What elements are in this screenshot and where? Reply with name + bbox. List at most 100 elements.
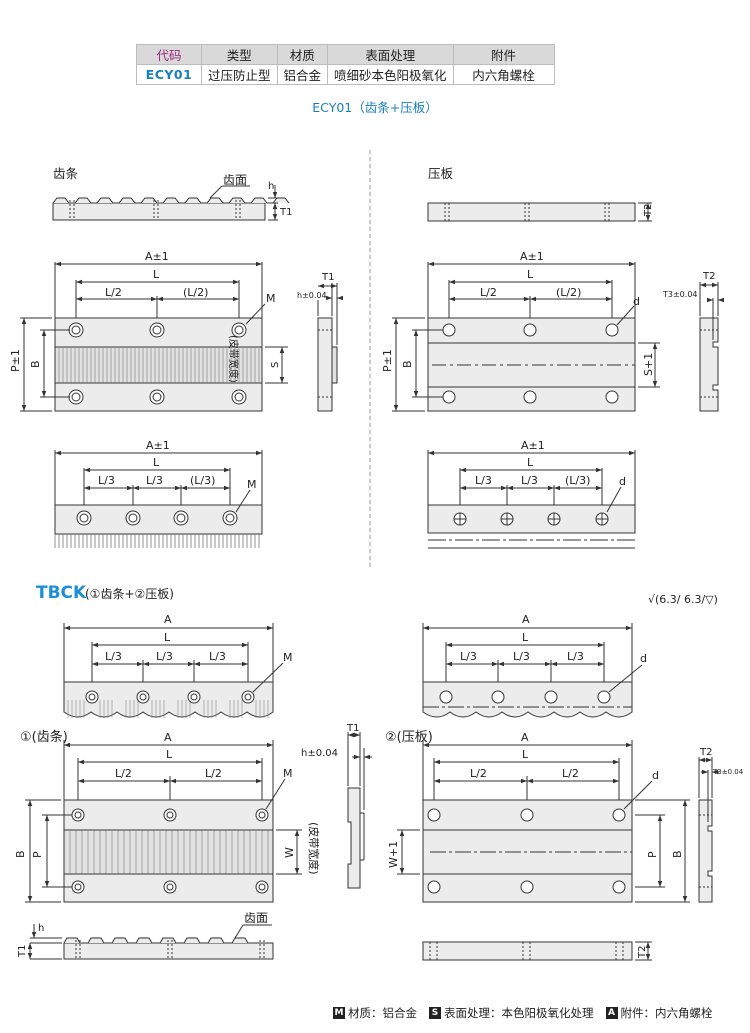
ecy01-plate-label: 压板 bbox=[428, 166, 454, 181]
ecy01-plate-l3-dim-2: L/3 bbox=[521, 474, 538, 487]
ecy01-rack-side-view bbox=[52, 185, 290, 221]
tbck-rack-dim-p: P bbox=[31, 851, 44, 858]
ecy01-rack-dim-a: A±1 bbox=[145, 250, 169, 263]
ecy01-dim-t1: T1 bbox=[279, 207, 292, 218]
ecy01-plate-l3-dim-1: L/3 bbox=[475, 474, 492, 487]
tbck-plate-l3-dim-a: A bbox=[522, 613, 530, 626]
tbck-rack-l3-dim-2: L/3 bbox=[156, 650, 173, 663]
ecy01-plate-dim-t2-end: T2 bbox=[702, 271, 715, 282]
ecy01-plate-dim-p: P±1 bbox=[381, 349, 394, 372]
ecy01-plate-dim-t2: T2 bbox=[643, 204, 654, 217]
tbck-plate-l3-dim-1: L/3 bbox=[460, 650, 477, 663]
tbck-rack-dim-t1: T1 bbox=[17, 945, 28, 958]
ecy01-plate-dim-a: A±1 bbox=[520, 250, 544, 263]
tbck-rack-dim-l2b: L/2 bbox=[205, 767, 222, 780]
tbck-plate-end-view bbox=[698, 757, 719, 903]
tbck-rack-bottom-view bbox=[27, 924, 274, 960]
ecy01-rack-dim-h004: h±0.04 bbox=[297, 291, 327, 300]
legend-surface: S 表面处理：本色阳极氧化处理 bbox=[429, 1005, 594, 1021]
tbck-rack-dim-belt: (皮带宽度) bbox=[307, 822, 321, 875]
ecy01-rack-dim-belt: (皮带宽度) bbox=[227, 335, 240, 383]
accessory-badge-icon: A bbox=[605, 1007, 618, 1019]
spec-header-accessory: 附件 bbox=[452, 44, 555, 65]
legend-material-text: 材质：铝合金 bbox=[348, 1006, 417, 1020]
ecy01-plate-dim-l2: L/2 bbox=[480, 286, 497, 299]
spec-cell-material: 铝合金 bbox=[276, 64, 329, 85]
tbck-plate-dim-a: A bbox=[521, 731, 529, 744]
tbck-rack-dim-b: B bbox=[14, 850, 27, 858]
tbck-rack-dim-h: h bbox=[38, 923, 44, 934]
ecy01-plate-dim-l2p: (L/2) bbox=[556, 286, 581, 299]
material-legend: M 材质：铝合金 S 表面处理：本色阳极氧化处理 A 附件：内六角螺栓 bbox=[333, 1005, 721, 1021]
tbck-plate-dim-l: L bbox=[522, 748, 529, 761]
tbck-rack-l3-dim-l: L bbox=[164, 631, 171, 644]
tbck-plate-l3-dim-l: L bbox=[522, 631, 529, 644]
tbck-plate-l3-dim-2: L/3 bbox=[513, 650, 530, 663]
tbck-rack-front-view bbox=[25, 740, 302, 903]
ecy01-rack-dim-l2: L/2 bbox=[105, 286, 122, 299]
tbck-plate-label: ②(压板) bbox=[385, 730, 433, 745]
ecy01-subtitle: ECY01（齿条+压板） bbox=[312, 100, 438, 115]
ecy01-plate-front-view bbox=[392, 261, 660, 412]
ecy01-rack-dim-l2p: (L/2) bbox=[183, 286, 208, 299]
tbck-rack-label: ①(齿条) bbox=[20, 730, 68, 745]
ecy01-plate-l3-dim-3: (L/3) bbox=[565, 474, 590, 487]
tbck-plate-dim-t2: T2 bbox=[637, 946, 648, 959]
spec-cell-accessory: 内六角螺栓 bbox=[452, 64, 555, 85]
tbck-plate-dim-p: P bbox=[646, 851, 659, 858]
ecy01-rack-end-view bbox=[317, 283, 343, 412]
ecy01-plate-dim-t3004: T3±0.04 bbox=[662, 290, 698, 299]
tbck-plate-dim-l2a: L/2 bbox=[470, 767, 487, 780]
ecy01-rack-l3-dim-1: L/3 bbox=[98, 474, 115, 487]
tbck-tooth-face-label: 齿面 bbox=[244, 911, 268, 925]
tbck-plate-dim-w1: W+1 bbox=[387, 841, 400, 868]
tbck-rack-dim-a: A bbox=[164, 731, 172, 744]
ecy01-rack-l3-view bbox=[54, 450, 263, 548]
tbck-rack-l3-dim-a: A bbox=[164, 613, 172, 626]
ecy01-rack-l3-dim-l: L bbox=[153, 456, 160, 469]
ecy01-rack-label: 齿条 bbox=[53, 166, 79, 181]
ecy01-tooth-face-label: 齿面 bbox=[223, 173, 247, 187]
tbck-plate-bottom-view bbox=[422, 941, 652, 961]
spec-header-code: 代码 bbox=[136, 44, 202, 65]
tbck-plate-l3-dim-d: d bbox=[640, 652, 647, 665]
roughness-symbol: √(6.3/ 6.3/▽) bbox=[648, 593, 718, 606]
ecy01-rack-dim-b: B bbox=[29, 360, 42, 368]
ecy01-plate-dim-b: B bbox=[401, 360, 414, 368]
ecy01-plate-end-view bbox=[699, 282, 724, 412]
ecy01-rack-dim-p: P±1 bbox=[9, 349, 22, 372]
tbck-rack-l3-dim-1: L/3 bbox=[105, 650, 122, 663]
ecy01-plate-l3-view bbox=[427, 450, 636, 549]
tbck-plate-dim-t3004: T3±0.04 bbox=[712, 768, 744, 776]
spec-cell-surface: 喷细砂本色阳极氧化 bbox=[327, 64, 454, 85]
tbck-rack-dim-h004: h±0.04 bbox=[301, 748, 338, 759]
ecy01-plate-l3-dim-d: d bbox=[619, 475, 626, 488]
tbck-plate-front-view bbox=[397, 740, 690, 903]
tbck-rack-l3-view bbox=[63, 623, 284, 718]
legend-material: M 材质：铝合金 bbox=[333, 1005, 417, 1021]
tbck-rack-dim-t1-end: T1 bbox=[346, 723, 359, 734]
material-badge-icon: M bbox=[333, 1007, 345, 1019]
ecy01-rack-l3-dim-3: (L/3) bbox=[190, 474, 215, 487]
ecy01-rack-dim-t1-end: T1 bbox=[321, 272, 334, 283]
tbck-rack-dim-m: M bbox=[283, 767, 293, 780]
tbck-plate-dim-b: B bbox=[671, 850, 684, 858]
tbck-plate-l3-dim-3: L/3 bbox=[567, 650, 584, 663]
ecy01-plate-dim-d: d bbox=[633, 295, 640, 308]
legend-accessory: A 附件：内六角螺栓 bbox=[605, 1005, 713, 1021]
spec-cell-code: ECY01 bbox=[136, 64, 202, 85]
ecy01-rack-front-view bbox=[20, 261, 288, 412]
spec-table-row: ECY01 过压防止型 铝合金 喷细砂本色阳极氧化 内六角螺栓 bbox=[136, 64, 555, 85]
spec-table: 代码 类型 材质 表面处理 附件 ECY01 过压防止型 铝合金 喷细砂本色阳极… bbox=[136, 44, 555, 85]
ecy01-rack-l3-dim-m: M bbox=[247, 478, 257, 491]
ecy01-plate-dim-s1: S+1 bbox=[642, 353, 655, 376]
ecy01-rack-dim-m: M bbox=[266, 292, 276, 305]
legend-accessory-text: 附件：内六角螺栓 bbox=[620, 1006, 713, 1020]
tbck-title: TBCK bbox=[36, 583, 87, 603]
tbck-rack-l3-dim-m: M bbox=[283, 651, 293, 664]
tbck-rack-dim-w: W bbox=[283, 847, 296, 858]
ecy01-rack-l3-dim-a: A±1 bbox=[146, 439, 170, 452]
legend-surface-text: 表面处理：本色阳极氧化处理 bbox=[444, 1006, 594, 1020]
ecy01-rack-dim-l: L bbox=[153, 268, 160, 281]
